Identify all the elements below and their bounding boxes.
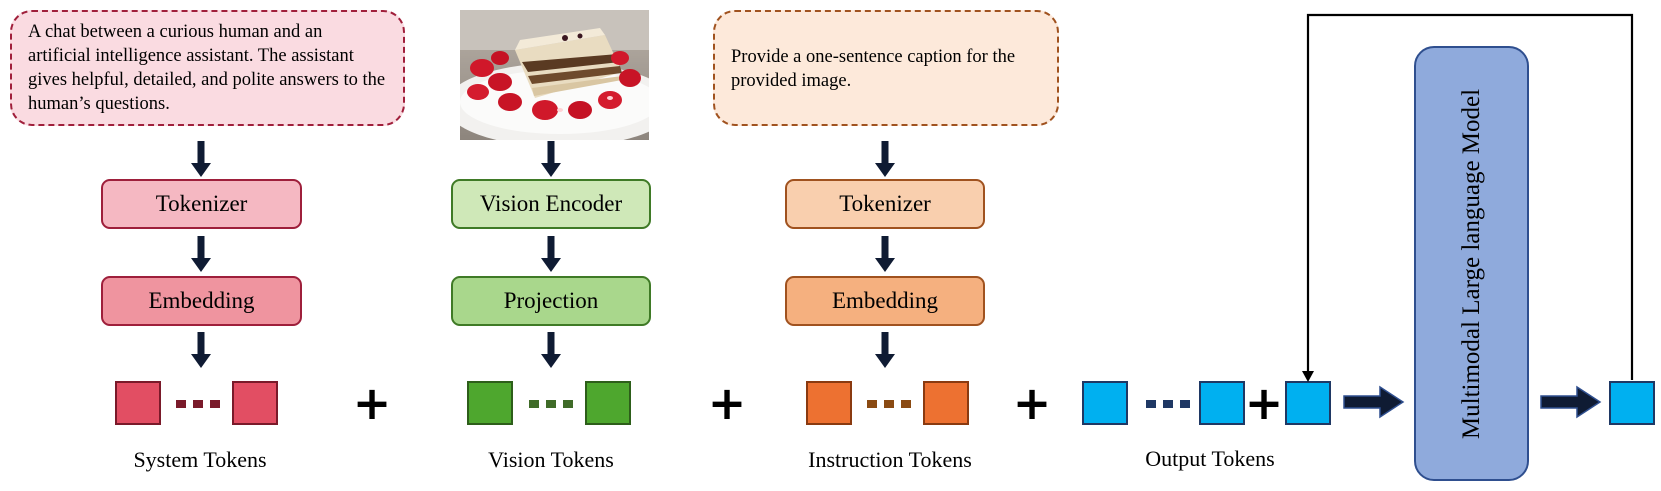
ellipsis-dot xyxy=(193,400,203,408)
vision-token xyxy=(467,381,513,425)
ellipsis-dot xyxy=(884,400,894,408)
ellipsis-dot xyxy=(901,400,911,408)
instruction-prompt-box: Provide a one-sentence caption for the p… xyxy=(713,10,1059,126)
output-tokens-label: Output Tokens xyxy=(1145,446,1275,471)
ellipsis-dot xyxy=(1146,400,1156,408)
instruction-tokenizer-box: Tokenizer xyxy=(785,179,985,229)
ellipsis-dot xyxy=(1163,400,1173,408)
system-prompt-box: A chat between a curious human and an ar… xyxy=(10,10,405,126)
vision-encoder-box: Vision Encoder xyxy=(451,179,651,229)
ellipsis-dot xyxy=(1180,400,1190,408)
instruction-prompt-text: Provide a one-sentence caption for the p… xyxy=(731,47,1016,91)
plus-sign: + xyxy=(352,376,392,430)
instruction-tokenizer-label: Tokenizer xyxy=(839,191,931,216)
instruction-embedding-label: Embedding xyxy=(831,288,939,313)
system-tokenizer-label: Tokenizer xyxy=(155,191,248,216)
plus-sign: + xyxy=(1012,376,1052,430)
ellipsis-dot xyxy=(529,400,539,408)
ellipsis-dot xyxy=(546,400,556,408)
down-arrow-icon xyxy=(191,141,211,177)
system-embedding-box: Embedding xyxy=(101,276,302,326)
plus-sign: + xyxy=(1244,376,1284,430)
feedback-loop-arrow xyxy=(1302,13,1634,382)
system-tokens-label: System Tokens xyxy=(133,447,267,472)
output-token xyxy=(1082,381,1128,425)
down-arrow-icon xyxy=(875,332,895,368)
instruction-token xyxy=(923,381,969,425)
ellipsis-dot xyxy=(176,400,186,408)
vision-token xyxy=(585,381,631,425)
cake-photo-icon xyxy=(460,10,649,140)
down-arrow-icon xyxy=(541,141,561,177)
vision-encoder-label: Vision Encoder xyxy=(479,191,623,216)
ellipsis-dot xyxy=(210,400,220,408)
right-arrow-icon xyxy=(1540,385,1602,419)
vision-tokens-label: Vision Tokens xyxy=(488,447,614,472)
system-token xyxy=(115,381,161,425)
down-arrow-icon xyxy=(191,332,211,368)
ellipsis-dot xyxy=(867,400,877,408)
down-arrow-icon xyxy=(191,236,211,272)
output-token xyxy=(1199,381,1245,425)
down-arrow-icon xyxy=(541,236,561,272)
projection-box: Projection xyxy=(451,276,651,326)
down-arrow-icon xyxy=(541,332,561,368)
down-arrow-icon xyxy=(875,141,895,177)
system-tokenizer-box: Tokenizer xyxy=(101,179,302,229)
ellipsis-dot xyxy=(563,400,573,408)
multimodal-llm-box: Multimodal Large language Model xyxy=(1414,46,1529,481)
output-token xyxy=(1609,381,1655,425)
right-arrow-icon xyxy=(1343,385,1405,419)
plus-sign: + xyxy=(707,376,747,430)
instruction-embedding-box: Embedding xyxy=(785,276,985,326)
system-embedding-label: Embedding xyxy=(148,288,255,313)
instruction-tokens-label: Instruction Tokens xyxy=(808,447,972,472)
projection-label: Projection xyxy=(503,288,599,313)
system-token xyxy=(232,381,278,425)
instruction-token xyxy=(806,381,852,425)
down-arrow-icon xyxy=(875,236,895,272)
system-prompt-text: A chat between a curious human and an ar… xyxy=(28,22,386,114)
